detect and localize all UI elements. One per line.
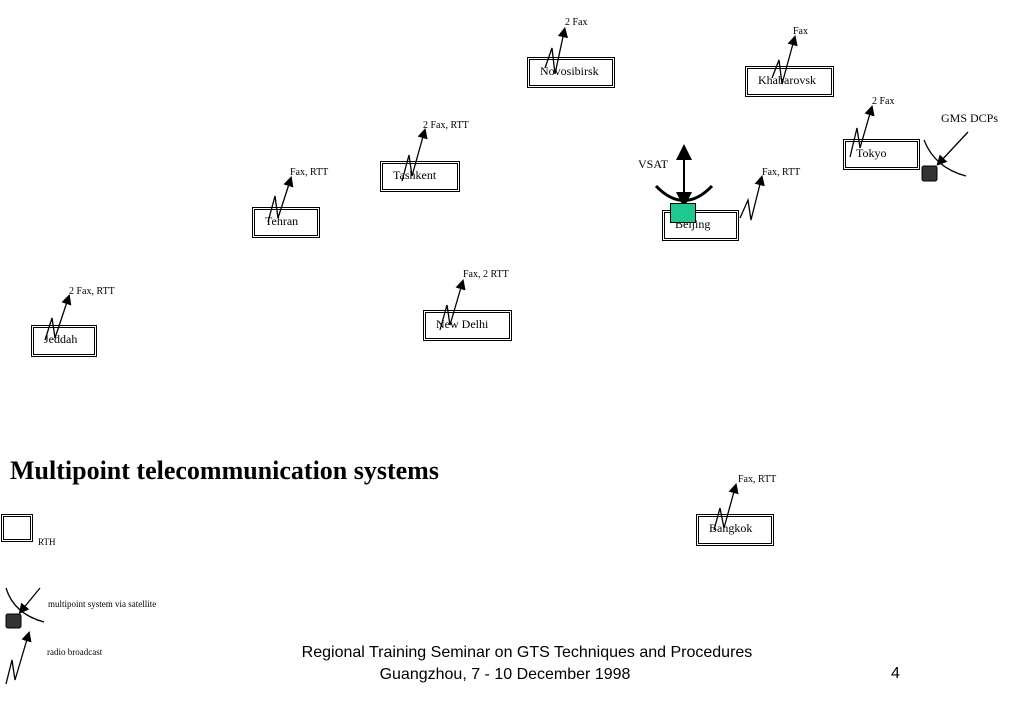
radio-symbol-jeddah bbox=[44, 294, 72, 341]
gms-dcp-satellite-icon bbox=[921, 131, 969, 182]
rth-node-tashkent: Tashkent bbox=[380, 161, 460, 192]
legend-rth-box-icon bbox=[1, 514, 33, 542]
radio-symbol-bangkok bbox=[713, 482, 739, 531]
rth-node-tokyo: Tokyo bbox=[843, 139, 920, 170]
radio-symbol-new-delhi bbox=[439, 279, 466, 331]
vsat-dish-icon bbox=[654, 144, 714, 208]
service-label-jeddah: 2 Fax, RTT bbox=[69, 286, 115, 297]
vsat-terminal-icon bbox=[670, 203, 696, 223]
page-number: 4 bbox=[891, 665, 900, 682]
rth-node-jeddah: Jeddah bbox=[31, 325, 97, 357]
legend-satellite-label: multipoint system via satellite bbox=[48, 599, 157, 609]
vsat-label: VSAT bbox=[638, 157, 669, 171]
radio-symbol-beijing bbox=[739, 174, 765, 221]
rth-node-bangkok: Bangkok bbox=[696, 514, 774, 546]
radio-symbol-khabarovsk bbox=[771, 34, 798, 85]
legend-radio-icon bbox=[5, 631, 32, 685]
legend-rth-label: RTH bbox=[38, 537, 56, 547]
legend-satellite-icon bbox=[5, 587, 45, 629]
diagram-title: Multipoint telecommunication systems bbox=[10, 456, 439, 485]
service-label-novosibirsk: 2 Fax bbox=[565, 17, 588, 28]
service-label-tehran: Fax, RTT bbox=[290, 167, 329, 178]
rth-node-novosibirsk: Novosibirsk bbox=[527, 57, 615, 88]
service-label-tashkent: 2 Fax, RTT bbox=[423, 120, 469, 131]
gms-dcps-label: GMS DCPs bbox=[941, 111, 999, 125]
service-label-beijing: Fax, RTT bbox=[762, 167, 801, 178]
service-label-khabarovsk: Fax bbox=[793, 26, 808, 37]
service-label-new-delhi: Fax, 2 RTT bbox=[463, 269, 509, 280]
radio-symbol-tokyo bbox=[849, 105, 875, 158]
footer-location-date: Guangzhou, 7 - 10 December 1998 bbox=[379, 666, 631, 683]
service-label-bangkok: Fax, RTT bbox=[738, 474, 777, 485]
footer-seminar-title: Regional Training Seminar on GTS Techniq… bbox=[301, 644, 753, 661]
service-label-tokyo: 2 Fax bbox=[872, 96, 895, 107]
rth-node-new-delhi: New Delhi bbox=[423, 310, 512, 341]
rth-node-khabarovsk: Khabarovsk bbox=[745, 66, 834, 97]
radio-symbol-tashkent bbox=[401, 127, 428, 182]
legend-radio-label: radio broadcast bbox=[47, 647, 103, 657]
rth-node-tehran: Tehran bbox=[252, 207, 320, 238]
